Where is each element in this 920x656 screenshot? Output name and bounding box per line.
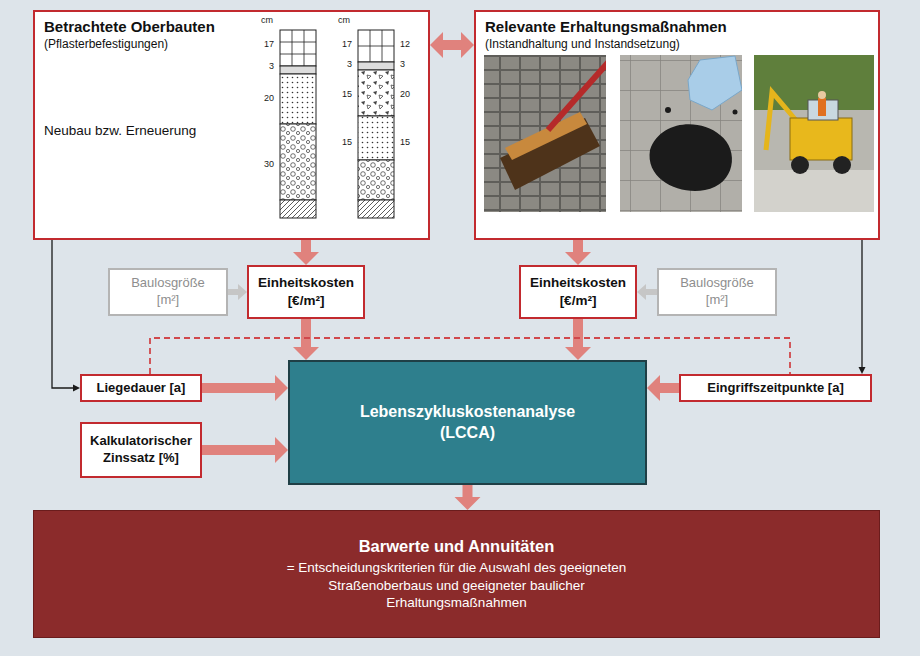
pavement-section-drawing [358,30,394,62]
node-text: Baulosgröße [m²] [124,275,212,309]
flow-arrow [573,319,583,347]
flow-arrow [301,319,311,347]
flow-arrow [202,445,275,455]
machine-photo [790,118,852,160]
patch-repair-photo [620,55,742,212]
pavement-section-drawing [358,70,394,116]
pavement-section-drawing [358,62,394,70]
broom-photo [548,58,606,130]
panel-ground [33,10,880,240]
node-text: Baulosgröße [m²] [673,275,761,309]
node-text: Barwerte und Annuitäten [359,536,555,557]
panel-ground [474,10,880,240]
dimension-label: 30 [264,160,274,170]
flow-arrow [463,485,473,497]
dimension-label: 3 [269,62,274,72]
dimension-label: 17 [342,40,352,50]
dimension-label: cm [261,16,273,26]
node-text: Lebenszykluskostenanalyse (LCCA) [343,402,593,444]
node-text: (Instandhaltung und Instandsetzung) [485,37,680,53]
machine-photo [791,156,809,174]
broom-photo [505,112,587,160]
dimension-label: 3 [347,60,352,70]
node-text: Eingriffszeitpunkte [a] [707,380,844,397]
pavement-section-drawing [280,30,316,66]
node-text: = Entscheidungskriterien für die Auswahl… [277,559,637,612]
node-text: Einheitskosten [€/m²] [253,274,359,309]
lot-size-box: Baulosgröße [m²] [108,268,228,316]
flow-arrow [646,289,657,295]
unit-cost-box: Einheitskosten [€/m²] [519,265,637,319]
dimension-label: 3 [400,60,405,70]
machine-photo [754,55,874,212]
flow-arrow [660,383,679,393]
patch-repair-photo [688,56,742,110]
patch-repair-photo [650,124,732,191]
dimension-label: 12 [400,40,410,50]
flow-arrow [228,289,238,295]
pavement-section-drawing [280,30,316,66]
patch-repair-photo [665,107,671,113]
machine-photo [818,98,826,116]
unit-cost-box: Einheitskosten [€/m²] [247,265,365,319]
pavement-section-drawing [358,30,394,218]
pavement-section-drawing [280,124,316,200]
flow-arrow [443,40,461,50]
flow-arrow [52,240,73,388]
intervention-times-box: Eingriffszeitpunkte [a] [679,374,872,402]
maintenance-measures-box: Relevante Erhaltungsmaßnahmen(Instandhal… [474,10,880,240]
node-text: Einheitskosten [€/m²] [525,274,631,309]
dimension-label: 15 [342,90,352,100]
dimension-label: 20 [264,94,274,104]
lcca-box: Lebenszykluskostenanalyse (LCCA) [288,360,647,485]
node-text: Kalkulatorischer Zinssatz [%] [86,433,196,467]
lot-size-box: Baulosgröße [m²] [657,268,777,316]
machine-photo [754,170,874,212]
flow-arrow [573,240,583,252]
broom-photo [484,55,606,212]
node-text: Neubau bzw. Erneuerung [44,122,196,140]
pavement-section-drawing [280,74,316,124]
dimension-label: 15 [400,138,410,148]
node-text: Betrachtete Oberbauten [44,17,215,37]
dimension-label: cm [338,16,350,26]
node-text: Liegedauer [a] [97,380,186,397]
dimension-label: 20 [400,90,410,100]
pavement-section-drawing [358,200,394,218]
dimension-label: 15 [342,138,352,148]
dimension-label: 17 [264,40,274,50]
result-box: Barwerte und Annuitäten= Entscheidungskr… [33,510,880,638]
pavement-section-drawing [280,66,316,74]
pavement-section-drawing [358,160,394,200]
node-text: (Pflasterbefestigungen) [44,37,168,53]
machine-photo [754,55,874,212]
machine-photo [818,91,826,99]
service-life-box: Liegedauer [a] [80,374,202,402]
flow-arrow [301,240,311,252]
panel-ground [33,10,430,240]
pavement-section-drawing [358,116,394,160]
patch-repair-photo [620,55,742,212]
interest-rate-box: Kalkulatorischer Zinssatz [%] [80,422,202,478]
pavement-section-drawing [280,200,316,218]
node-text: Relevante Erhaltungsmaßnahmen [485,17,727,37]
pavement-section-drawing [358,30,394,62]
flow-arrow [861,240,862,367]
machine-photo [833,156,851,174]
pavement-section-drawing [280,30,316,218]
broom-photo [484,55,606,212]
patch-repair-photo [733,110,738,115]
flow-arrow [202,383,275,393]
pavement-structures-box: Betrachtete Oberbauten(Pflasterbefestigu… [33,10,430,240]
